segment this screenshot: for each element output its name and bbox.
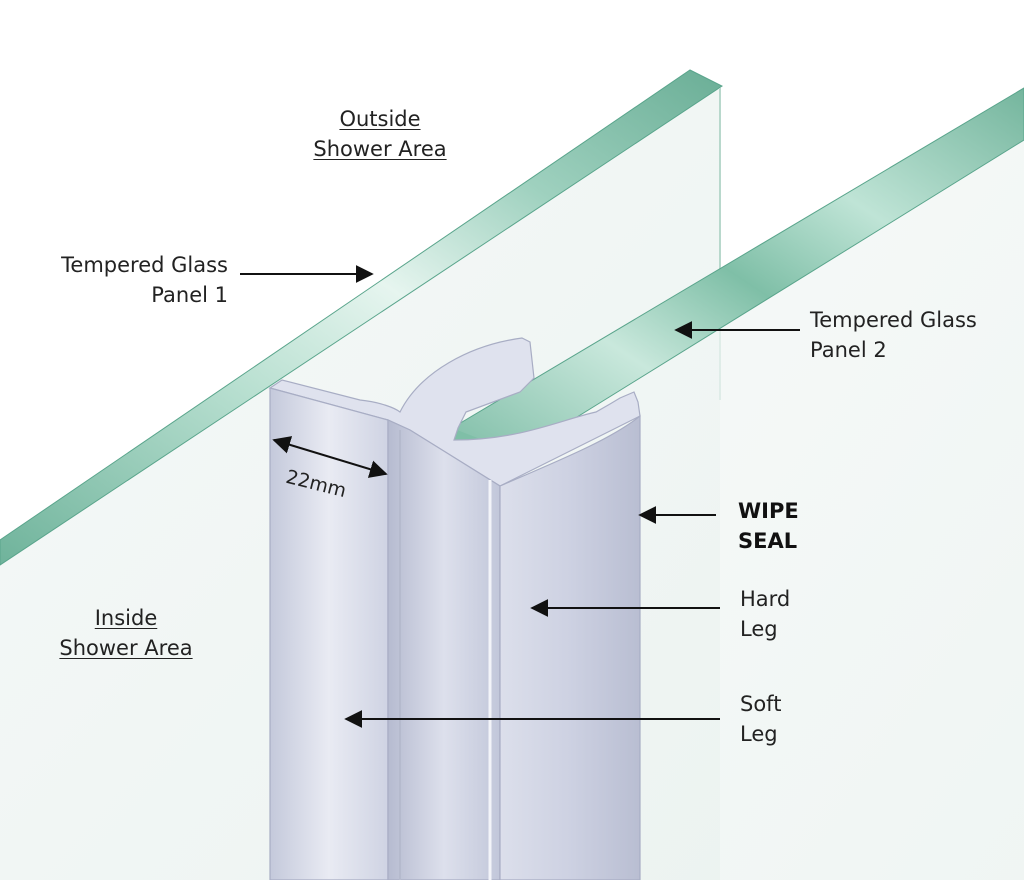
label-soft-leg: Soft Leg [740, 689, 820, 749]
label-hard-leg-line2: Leg [740, 617, 778, 641]
label-panel1-line1: Tempered Glass [61, 253, 228, 277]
wipe-seal-body [387, 419, 501, 880]
label-outside-line1: Outside [339, 107, 421, 131]
wipe-seal-top-profile [268, 337, 641, 487]
label-panel1-line2: Panel 1 [151, 283, 228, 307]
glass-panel-1-top-edge [0, 69, 723, 566]
label-inside-shower-area: Inside Shower Area [46, 603, 206, 663]
label-wipe-seal-line1: WIPE [738, 499, 799, 523]
wipe-seal-right-leg [499, 414, 641, 880]
glass-panel-2-face [498, 140, 1024, 880]
label-tempered-glass-panel-2: Tempered Glass Panel 2 [810, 305, 1010, 365]
label-wipe-seal-line2: SEAL [738, 529, 798, 553]
label-hard-leg-line1: Hard [740, 587, 791, 611]
label-tempered-glass-panel-1: Tempered Glass Panel 1 [20, 250, 228, 310]
label-outside-line2: Shower Area [313, 137, 447, 161]
wipe-seal-left-leg [269, 387, 389, 880]
label-panel2-line1: Tempered Glass [810, 308, 977, 332]
label-inside-line1: Inside [94, 606, 158, 630]
label-soft-leg-line1: Soft [740, 692, 782, 716]
dimension-arrow [272, 436, 388, 478]
label-wipe-seal: WIPE SEAL [738, 496, 818, 556]
label-hard-leg: Hard Leg [740, 584, 820, 644]
label-soft-leg-line2: Leg [740, 722, 778, 746]
label-panel2-line2: Panel 2 [810, 338, 887, 362]
wipe-seal [268, 337, 641, 880]
label-outside-shower-area: Outside Shower Area [300, 104, 460, 164]
label-inside-line2: Shower Area [59, 636, 193, 660]
